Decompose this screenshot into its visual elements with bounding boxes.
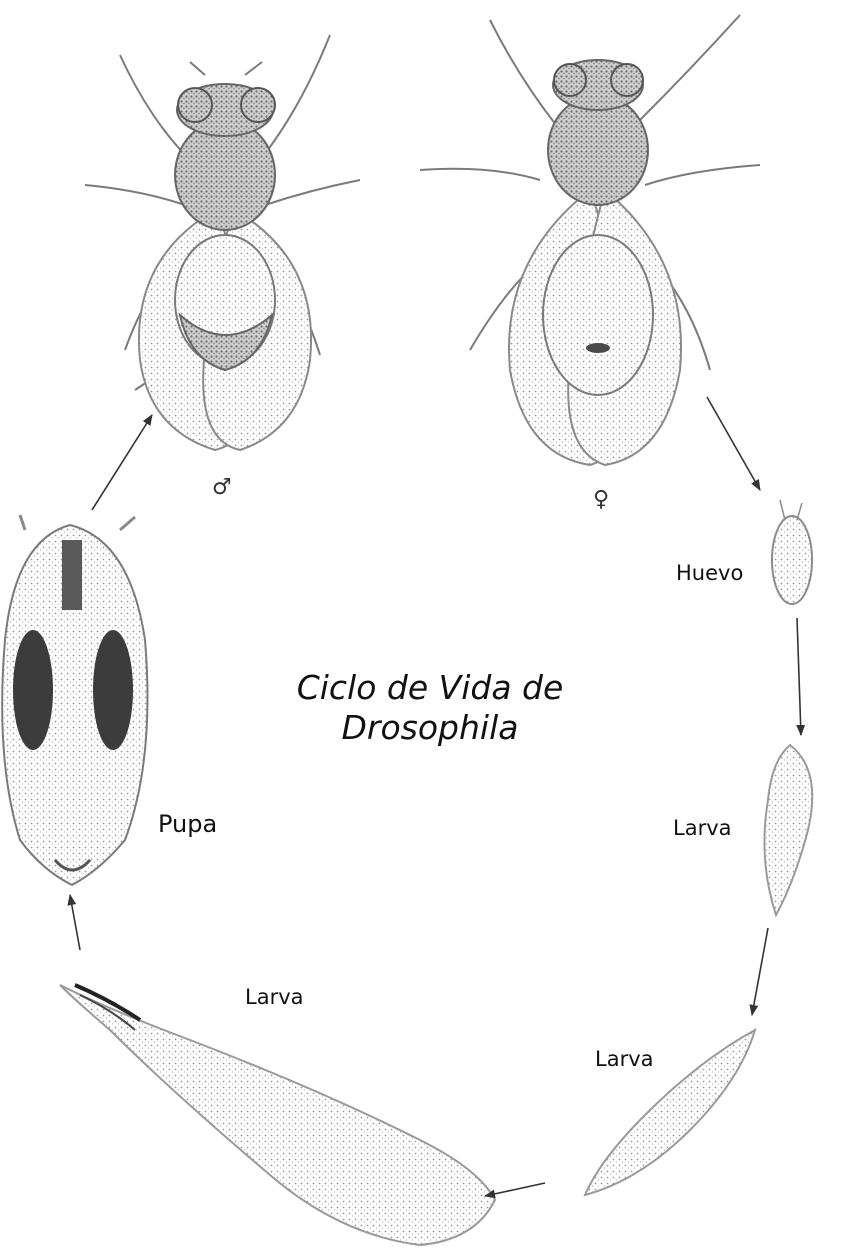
pupa-illustration bbox=[2, 515, 147, 885]
arrow-egg-to-larva bbox=[797, 618, 801, 735]
female-symbol: ♀ bbox=[593, 487, 609, 512]
arrow-pupa-to-male bbox=[92, 415, 152, 510]
label-larva-second: Larva bbox=[595, 1047, 654, 1071]
label-egg: Huevo bbox=[676, 561, 743, 585]
label-larva-first: Larva bbox=[673, 816, 732, 840]
arrow-large-larva-to-pupa bbox=[70, 895, 80, 950]
male-symbol: ♂ bbox=[212, 475, 232, 500]
female-fly-illustration bbox=[420, 15, 760, 465]
egg-illustration bbox=[772, 500, 812, 604]
diagram-title: Ciclo de Vida de Drosophila bbox=[240, 668, 620, 748]
arrow-larva-to-large-larva bbox=[485, 1183, 545, 1196]
title-line-2: Drosophila bbox=[240, 708, 620, 748]
label-larva-third: Larva bbox=[245, 985, 304, 1009]
label-pupa: Pupa bbox=[158, 810, 217, 838]
male-fly-illustration bbox=[85, 35, 360, 450]
title-line-1: Ciclo de Vida de bbox=[240, 668, 620, 708]
first-instar-larva-illustration bbox=[764, 745, 812, 915]
arrow-larva-to-larva bbox=[752, 928, 768, 1015]
third-instar-larva-illustration bbox=[60, 985, 495, 1245]
arrow-female-to-egg bbox=[707, 397, 760, 490]
